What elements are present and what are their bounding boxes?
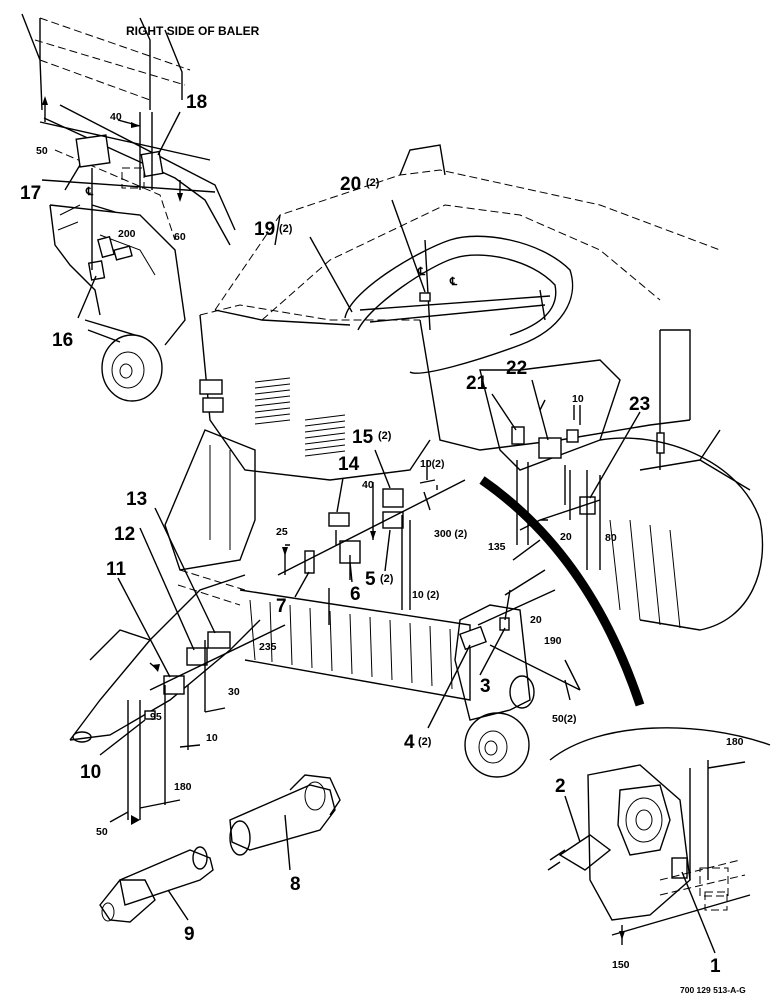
dim-50-qty: 50(2): [552, 713, 577, 725]
decal-1: [671, 857, 688, 879]
dim-50-inset: 50: [36, 145, 48, 157]
dim-180-left: 180: [174, 781, 192, 793]
callout-10: 10: [80, 762, 101, 783]
callout-4-qty: (2): [418, 736, 432, 748]
decal-22: [538, 437, 562, 459]
callout-16: 16: [52, 330, 73, 351]
right-side-inset: RIGHT SIDE OF BALER 50 40 60 200 ℄ 17 18…: [20, 13, 260, 402]
callout-3: 3: [480, 676, 491, 697]
dim-10-top: 10: [572, 393, 584, 405]
dim-235: 235: [259, 641, 277, 653]
callout-14: 14: [338, 454, 360, 475]
callout-2: 2: [555, 776, 566, 797]
dim-180-right: 180: [726, 736, 744, 748]
baler-body: [69, 144, 764, 778]
callout-13: 13: [126, 489, 147, 510]
callout-4: 4: [404, 732, 415, 753]
dim-300-qty: 300 (2): [434, 528, 467, 540]
dim-95: 95: [150, 711, 162, 723]
callout-17: 17: [20, 183, 41, 204]
callout-19: 19: [254, 219, 275, 240]
centerline-mark-mid: ℄: [449, 276, 458, 288]
callout-19-qty: (2): [279, 223, 293, 235]
leader-lines: [99, 199, 641, 756]
decal-7: [304, 550, 315, 574]
dim-80: 80: [605, 532, 617, 544]
dim-10-qty-b: 10 (2): [412, 589, 439, 601]
decal-5: [382, 511, 404, 529]
gearbox-detail: [547, 727, 771, 954]
centerline-mark-top: ℄: [417, 266, 426, 278]
dim-30: 30: [228, 686, 240, 698]
decal-22b: [566, 429, 579, 443]
dim-50-low: 50: [96, 826, 108, 838]
decal-15: [382, 488, 404, 508]
callout-12: 12: [114, 524, 135, 545]
dim-60: 60: [174, 231, 186, 243]
dimension-lines: [109, 399, 601, 825]
callout-8: 8: [290, 874, 301, 895]
callout-15: 15: [352, 427, 374, 448]
dim-200: 200: [118, 228, 136, 240]
inset-title: RIGHT SIDE OF BALER: [126, 24, 260, 38]
callout-22: 22: [506, 358, 527, 379]
decal-10: [144, 710, 156, 720]
callout-21: 21: [466, 373, 488, 394]
callout-18: 18: [186, 92, 207, 113]
centerline-mark-inset: ℄: [85, 186, 94, 198]
callout-1: 1: [710, 956, 721, 977]
callout-23: 23: [629, 394, 650, 415]
callout-5: 5: [365, 569, 376, 590]
callout-20-qty: (2): [366, 177, 380, 189]
driveline-parts: [99, 774, 341, 923]
dimension-labels: 25 40 10(2) 300 (2) 10 (2) 235 10 20 135…: [96, 266, 744, 971]
dim-40: 40: [362, 479, 374, 491]
callout-20: 20: [340, 174, 361, 195]
dim-150: 150: [612, 959, 630, 971]
decals: [144, 426, 596, 720]
vent-grilles: [254, 377, 346, 457]
callout-5-qty: (2): [380, 573, 394, 585]
dim-25: 25: [276, 526, 288, 538]
decal-21: [511, 426, 525, 445]
decal-14: [328, 512, 350, 527]
callout-15-qty: (2): [378, 430, 392, 442]
dim-20-mid: 20: [530, 614, 542, 626]
callout-11: 11: [106, 559, 127, 580]
decal-13: [207, 631, 231, 649]
callout-9: 9: [184, 924, 195, 945]
dim-40-inset: 40: [110, 111, 122, 123]
callouts: 19 (2) 20 (2) 21 22 23 15 (2) 14 13 12 1…: [80, 174, 721, 977]
decal-12: [186, 647, 208, 666]
dim-10-qty-a: 10(2): [420, 458, 445, 470]
callout-6: 6: [350, 584, 361, 605]
dim-135: 135: [488, 541, 506, 553]
drawing-number: 700 129 513-A-G: [680, 985, 746, 995]
decal-4: [459, 625, 487, 651]
callout-7: 7: [276, 596, 287, 617]
dim-190: 190: [544, 635, 562, 647]
dim-10-low: 10: [206, 732, 218, 744]
dim-20-right: 20: [560, 531, 572, 543]
